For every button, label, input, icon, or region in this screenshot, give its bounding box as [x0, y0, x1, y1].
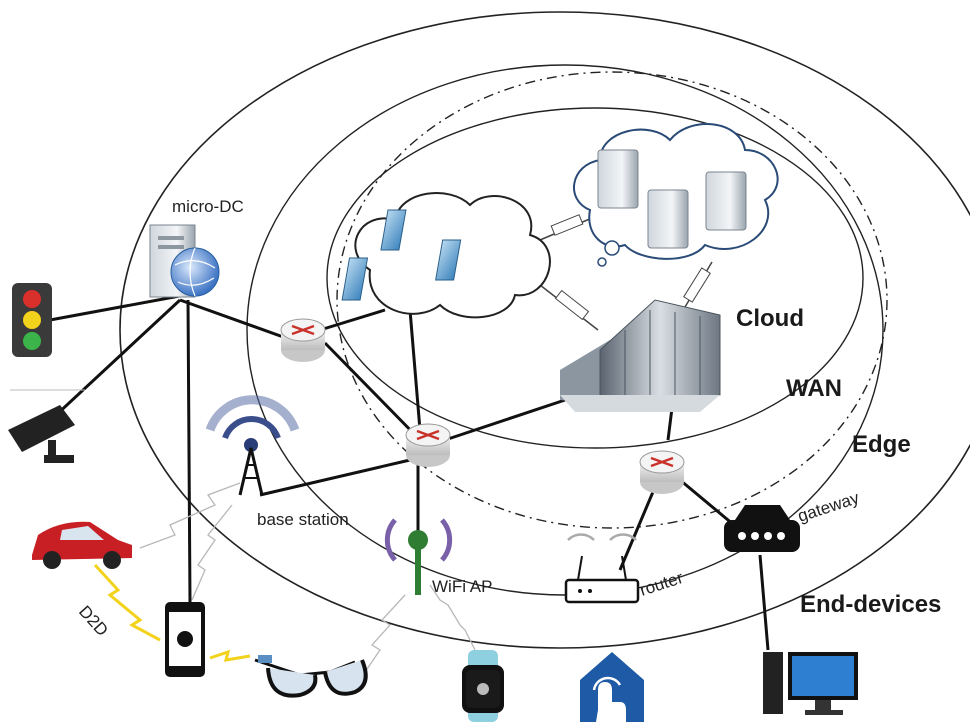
cloud-ring [326, 107, 864, 449]
wan-ring [336, 71, 888, 529]
security-camera-icon [8, 405, 75, 463]
base-station-icon [205, 395, 300, 496]
edge-cloud [341, 192, 551, 319]
router-node-1 [280, 318, 326, 362]
router-node-2 [405, 423, 451, 467]
wan-zone-label: WAN [786, 375, 842, 402]
cloud-zone-label: Cloud [736, 305, 804, 332]
wifi-ap-label: WiFi AP [432, 577, 492, 596]
tunnel-connectors [539, 214, 713, 331]
end-devices-ring [119, 11, 970, 649]
end-devices-zone-label: End-devices [800, 591, 941, 618]
micro-dc-server-icon [149, 224, 220, 298]
cloud-servers [573, 123, 779, 267]
gateway-label: gateway [795, 488, 862, 526]
d2d-label: D2D [75, 602, 112, 640]
smart-home-icon [580, 652, 644, 722]
traffic-light-icon [12, 283, 52, 357]
router-node-3 [639, 450, 685, 494]
micro-dc-label: micro-DC [172, 197, 244, 216]
home-router-icon [564, 533, 640, 604]
wifi-ap-icon [384, 518, 453, 595]
smartphone-icon [165, 602, 205, 677]
network-links [38, 293, 770, 651]
cloud-datacenter-icon [560, 299, 721, 412]
smart-glasses-icon [254, 655, 368, 698]
edge-zone-label: Edge [852, 431, 911, 458]
smartwatch-icon [462, 650, 504, 722]
gateway-icon [724, 505, 800, 552]
desktop-computer-icon [763, 652, 858, 715]
car-icon [32, 521, 132, 569]
base-station-label: base station [257, 510, 349, 529]
router-label: router [637, 568, 685, 600]
wireless-links [139, 482, 476, 673]
